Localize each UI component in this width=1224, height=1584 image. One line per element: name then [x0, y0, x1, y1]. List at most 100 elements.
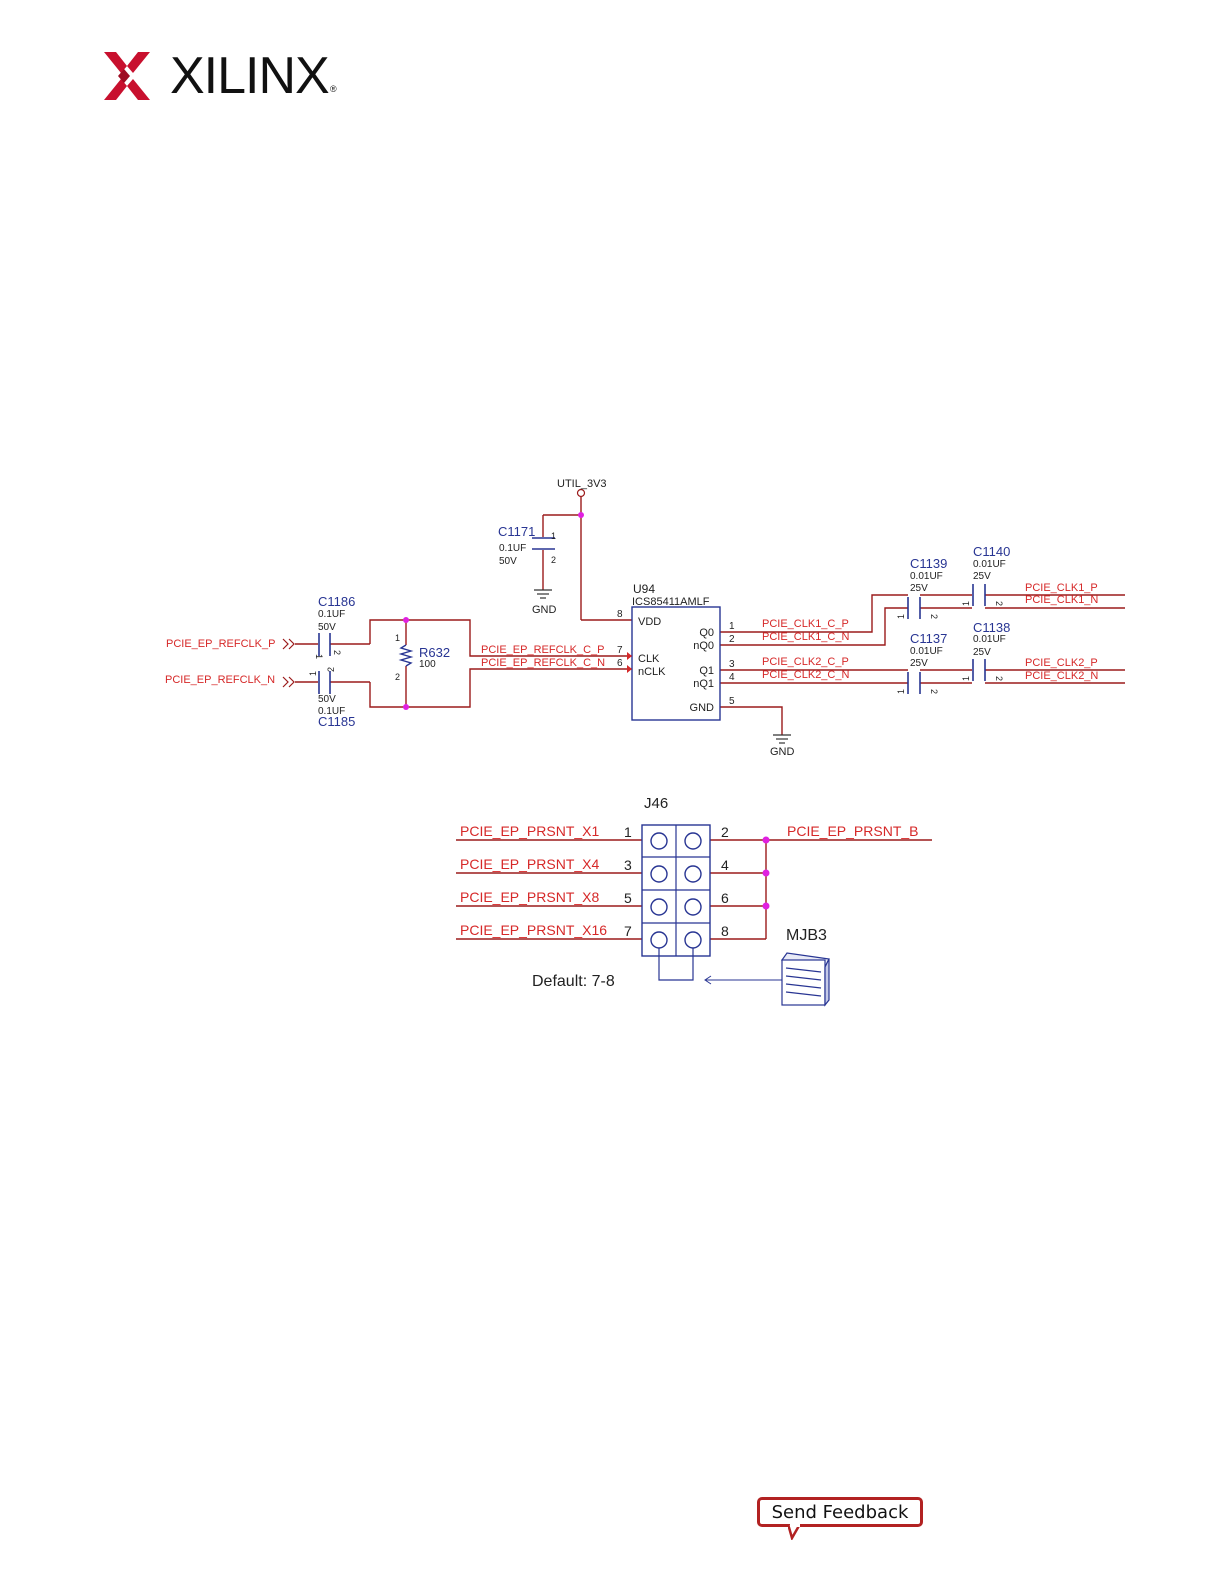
registered-mark: ®: [330, 84, 337, 94]
offpage-connector-icon-n: [282, 676, 295, 688]
j46-ref: J46: [644, 795, 668, 812]
u94-pin-q1-num: 3: [729, 659, 735, 670]
clk2-c-n-label: PCIE_CLK2_C_N: [762, 669, 849, 681]
j46-pin-circles: [650, 832, 702, 949]
send-feedback-button[interactable]: Send Feedback: [757, 1497, 923, 1527]
capacitor-c1185: 50V 0.1UF C1185 1 2: [308, 667, 355, 729]
ic-u94: U94 ICS85411AMLF VDD CLK nCLK 8 7 6 Q0 n…: [617, 582, 735, 721]
c1137-voltage: 25V: [910, 658, 928, 669]
capacitor-c1138: C1138 0.01UF 25V 1 2: [961, 620, 1010, 681]
j46-net-x16: PCIE_EP_PRSNT_X16: [460, 922, 607, 938]
u94-pin-nq1-num: 4: [729, 672, 735, 683]
c1140-value: 0.01UF: [973, 559, 1006, 570]
j46-net-x4: PCIE_EP_PRSNT_X4: [460, 856, 599, 872]
u94-pin-q1-name: Q1: [699, 665, 714, 677]
c1171-pin1: 1: [551, 531, 556, 541]
c1186-pin2: 2: [332, 650, 342, 655]
j46-pin-1: 1: [624, 824, 632, 840]
u94-pin-q0-name: Q0: [699, 627, 714, 639]
c1186-value: 0.1UF: [318, 609, 345, 620]
junction-dots: [403, 512, 770, 910]
c1138-voltage: 25V: [973, 647, 991, 658]
capacitor-c1139: C1139 0.01UF 25V 1 2: [896, 556, 947, 619]
c1139-ref: C1139: [910, 556, 947, 571]
resistor-r632: R632 100 1 2: [395, 633, 450, 682]
clk-input-arrow-icon: [627, 652, 632, 660]
j46-net-x8: PCIE_EP_PRSNT_X8: [460, 889, 599, 905]
u94-pin-gnd-num: 5: [729, 696, 735, 707]
default-shunt-link: [658, 948, 694, 981]
j46-pin-8: 8: [721, 923, 729, 939]
clk1-p-label: PCIE_CLK1_P: [1025, 582, 1098, 594]
c1139-pin1: 1: [896, 614, 906, 619]
r632-ref: R632: [419, 645, 450, 660]
gnd-icon-right: [773, 734, 791, 744]
clk1-c-n-label: PCIE_CLK1_C_N: [762, 631, 849, 643]
c1186-ref: C1186: [318, 594, 355, 609]
c1185-voltage: 50V: [318, 694, 336, 705]
clk1-n-label: PCIE_CLK1_N: [1025, 594, 1098, 606]
c1186-pin1: 1: [314, 654, 324, 659]
gnd-label-top: GND: [532, 604, 557, 616]
r632-pin1: 1: [395, 633, 400, 643]
c1139-voltage: 25V: [910, 583, 928, 594]
u94-pin-vdd-name: VDD: [638, 616, 661, 628]
j46-pin-2: 2: [721, 824, 729, 840]
c1138-ref: C1138: [973, 620, 1010, 635]
c1186-voltage: 50V: [318, 622, 336, 633]
c1171-value: 0.1UF: [499, 543, 526, 554]
r632-pin2: 2: [395, 672, 400, 682]
gnd-label-right: GND: [770, 746, 795, 758]
clk2-n-label: PCIE_CLK2_N: [1025, 670, 1098, 682]
u94-pin-nq0-name: nQ0: [693, 640, 714, 652]
u94-pin-q0-num: 1: [729, 621, 735, 632]
c1171-voltage: 50V: [499, 556, 517, 567]
j46-pin-3: 3: [624, 857, 632, 873]
xilinx-logo: XILINX ®: [104, 50, 344, 102]
wires: [295, 497, 1125, 940]
c1185-value: 0.1UF: [318, 706, 345, 717]
refclk-p-label: PCIE_EP_REFCLK_P: [166, 638, 275, 650]
refclk-c-p-label: PCIE_EP_REFCLK_C_P: [481, 644, 605, 656]
c1185-ref: C1185: [318, 714, 355, 729]
xilinx-x-mark-icon: [104, 52, 150, 100]
input-ports: PCIE_EP_REFCLK_P PCIE_EP_REFCLK_N: [165, 638, 295, 688]
gnd-icon-top: [534, 589, 552, 599]
c1137-pin2: 2: [929, 689, 939, 694]
j46-net-x1: PCIE_EP_PRSNT_X1: [460, 823, 599, 839]
c1137-value: 0.01UF: [910, 646, 943, 657]
c1138-pin2: 2: [994, 676, 1004, 681]
j46-pin-5: 5: [624, 890, 632, 906]
util-3v3-port-icon: [576, 488, 586, 498]
c1171-ref: C1171: [498, 524, 535, 539]
capacitor-c1171: C1171 0.1UF 50V 1 2: [498, 524, 556, 567]
clk2-c-p-label: PCIE_CLK2_C_P: [762, 656, 849, 668]
offpage-connector-icon-p: [282, 638, 295, 650]
clk1-c-p-label: PCIE_CLK1_C_P: [762, 618, 849, 630]
c1140-voltage: 25V: [973, 571, 991, 582]
u94-pin-clk-name: CLK: [638, 653, 660, 665]
u94-body: [631, 606, 721, 721]
c1139-value: 0.01UF: [910, 571, 943, 582]
default-setting-label: Default: 7-8: [532, 973, 615, 990]
c1185-pin2: 2: [326, 667, 336, 672]
c1139-pin2: 2: [929, 614, 939, 619]
refclk-n-label: PCIE_EP_REFCLK_N: [165, 674, 275, 686]
c1140-ref: C1140: [973, 544, 1010, 559]
j46-net-prsnt-b: PCIE_EP_PRSNT_B: [787, 823, 919, 839]
logo-wordmark: XILINX: [170, 47, 330, 105]
power-symbols: UTIL_3V3 GND GND: [532, 478, 795, 758]
refclk-c-n-label: PCIE_EP_REFCLK_C_N: [481, 657, 605, 669]
u94-pin-nclk-num: 6: [617, 658, 623, 669]
r632-value: 100: [419, 659, 436, 670]
u94-ref: U94: [633, 582, 655, 596]
j46-pin-4: 4: [721, 857, 729, 873]
clk2-p-label: PCIE_CLK2_P: [1025, 657, 1098, 669]
nclk-input-arrow-icon: [627, 665, 632, 673]
c1138-value: 0.01UF: [973, 634, 1006, 645]
u94-pin-clk-num: 7: [617, 645, 623, 656]
j46-pin-7: 7: [624, 923, 632, 939]
u94-pin-gnd-name: GND: [690, 702, 715, 714]
